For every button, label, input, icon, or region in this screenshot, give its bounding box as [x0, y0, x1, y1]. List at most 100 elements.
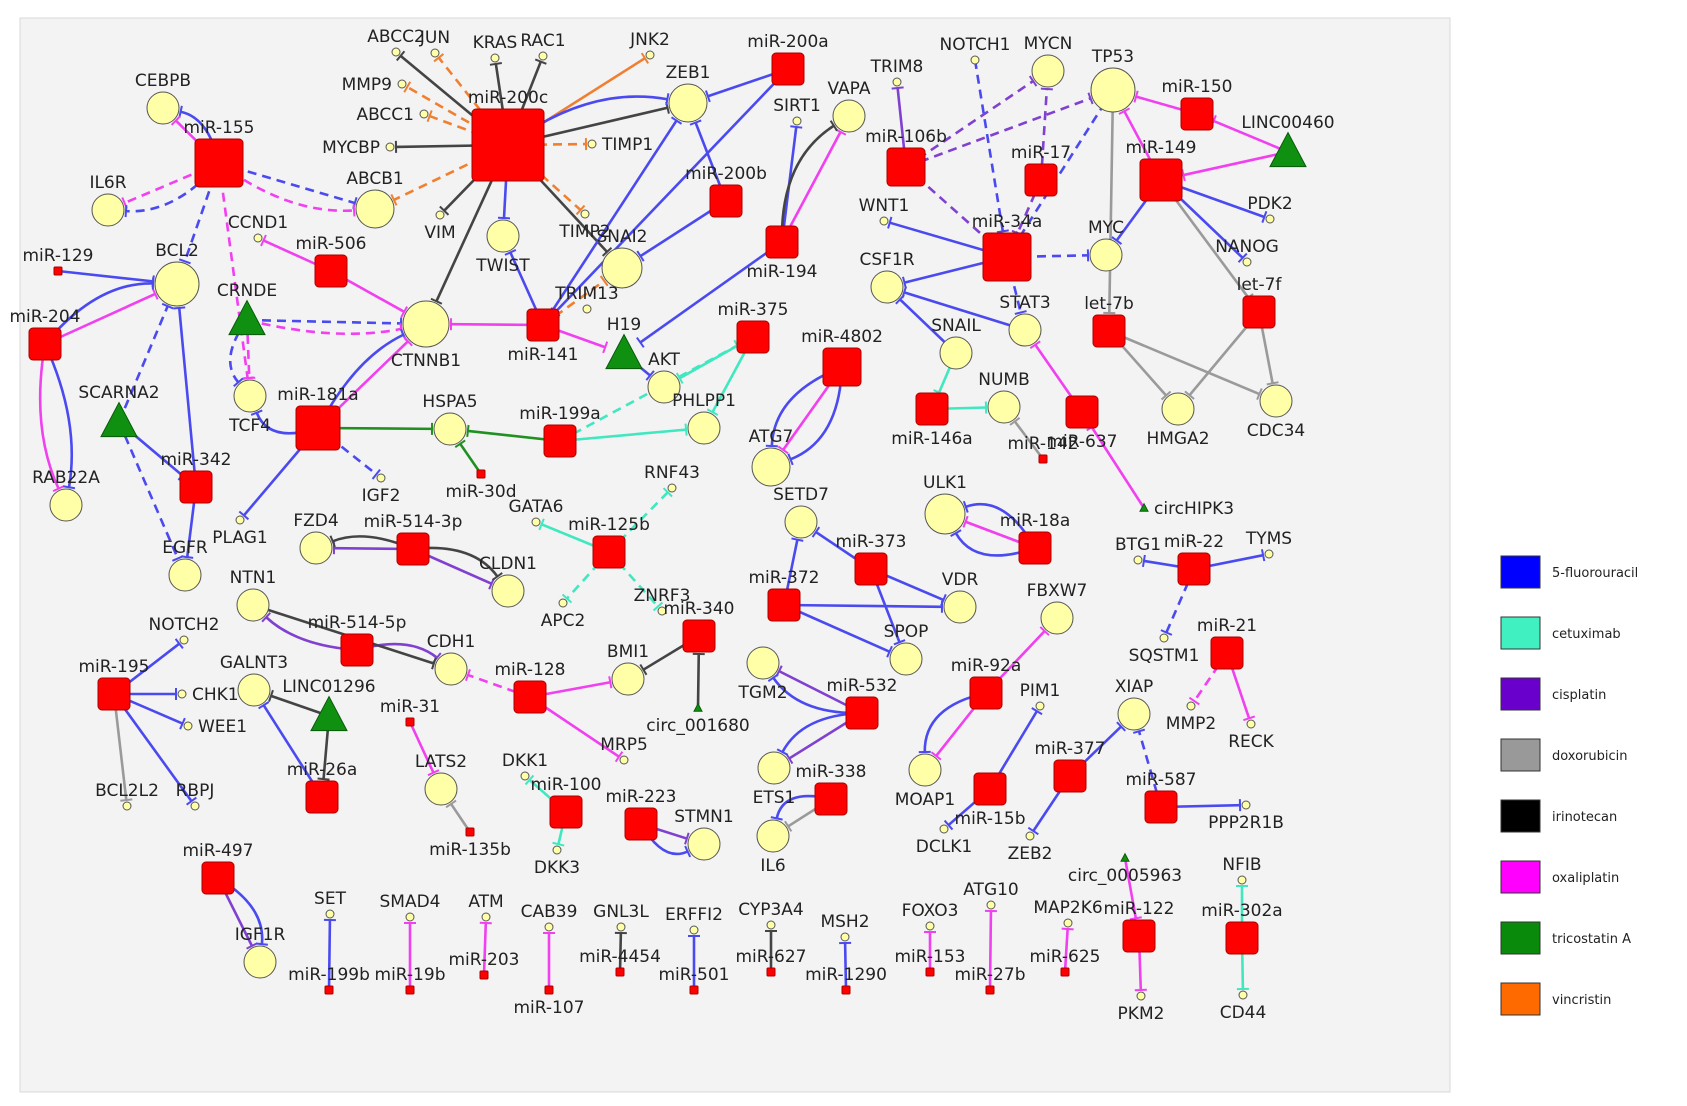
node-linc01296[interactable]	[310, 695, 348, 732]
node-igf1r[interactable]	[243, 945, 277, 979]
node-mir-200c[interactable]	[471, 108, 545, 182]
node-mir-17[interactable]	[1024, 163, 1058, 197]
node-ppp2r1b[interactable]	[1241, 800, 1251, 810]
node-cebpb[interactable]	[146, 91, 180, 125]
node-gnl3l[interactable]	[616, 922, 626, 932]
node-mir-4802[interactable]	[822, 347, 862, 387]
node-rnf43[interactable]	[667, 483, 677, 493]
node-circ-0005963[interactable]	[1120, 852, 1130, 862]
node-moap1[interactable]	[908, 753, 942, 787]
node-hmga2[interactable]	[1161, 392, 1195, 426]
node-mir-377[interactable]	[1053, 759, 1087, 793]
node-mir-146a[interactable]	[915, 392, 949, 426]
node-timp2[interactable]	[580, 209, 590, 219]
node-mir-26a[interactable]	[305, 780, 339, 814]
node-hspa5[interactable]	[433, 412, 467, 446]
node-dkk3[interactable]	[552, 845, 562, 855]
node-mir-204[interactable]	[28, 327, 62, 361]
node-atg10[interactable]	[986, 900, 996, 910]
node-mir-18a[interactable]	[1018, 531, 1052, 565]
node-jun[interactable]	[430, 48, 440, 58]
node-trim13[interactable]	[582, 304, 592, 314]
node-mycn[interactable]	[1031, 54, 1065, 88]
node-erffi2[interactable]	[689, 925, 699, 935]
node-h19[interactable]	[605, 333, 643, 370]
node-trim8[interactable]	[892, 77, 902, 87]
node-mmp9[interactable]	[397, 79, 407, 89]
node-pim1[interactable]	[1035, 701, 1045, 711]
node-mir-31[interactable]	[405, 717, 415, 727]
node-apc2[interactable]	[558, 598, 568, 608]
node-bcl2l2[interactable]	[122, 801, 132, 811]
node-mir-128[interactable]	[513, 680, 547, 714]
node-mir-199b[interactable]	[324, 985, 334, 995]
node-foxo3[interactable]	[925, 921, 935, 931]
node-ctnnb1[interactable]	[402, 300, 450, 348]
node-mir-372[interactable]	[767, 588, 801, 622]
node-mir-199a[interactable]	[543, 424, 577, 458]
node-mir-373[interactable]	[854, 552, 888, 586]
node-mir-27b[interactable]	[985, 985, 995, 995]
node-mir-125b[interactable]	[592, 535, 626, 569]
node-mir-342[interactable]	[179, 470, 213, 504]
node-mir-200a[interactable]	[771, 52, 805, 86]
node-mir-142[interactable]	[1038, 454, 1048, 464]
node-mir-506[interactable]	[314, 254, 348, 288]
node-mir-153[interactable]	[925, 967, 935, 977]
node-mir-375[interactable]	[736, 320, 770, 354]
node-scarna2[interactable]	[100, 401, 138, 438]
node-igf2[interactable]	[376, 473, 386, 483]
node-cab39[interactable]	[544, 922, 554, 932]
node-crnde[interactable]	[228, 299, 266, 336]
node-il6r[interactable]	[91, 193, 125, 227]
node-cyp3a4[interactable]	[766, 920, 776, 930]
node-cdh1[interactable]	[434, 652, 468, 686]
node-mir-302a[interactable]	[1225, 921, 1259, 955]
node-bmi1[interactable]	[611, 662, 645, 696]
node-rab22a[interactable]	[49, 488, 83, 522]
node-mrp5[interactable]	[619, 755, 629, 765]
node-cdc34[interactable]	[1259, 384, 1293, 418]
node-mycbp[interactable]	[385, 142, 395, 152]
node-zeb2[interactable]	[1025, 831, 1035, 841]
node-cd44[interactable]	[1238, 990, 1248, 1000]
node-mir-150[interactable]	[1180, 97, 1214, 131]
node-stat3[interactable]	[1008, 313, 1042, 347]
node-mir-637[interactable]	[1065, 395, 1099, 429]
node-rac1[interactable]	[538, 51, 548, 61]
node-mir-1290[interactable]	[841, 985, 851, 995]
node-gata6[interactable]	[531, 517, 541, 527]
node-snai2[interactable]	[601, 247, 643, 289]
node-mir-21[interactable]	[1210, 636, 1244, 670]
node-xiap[interactable]	[1117, 697, 1151, 731]
node-map2k6[interactable]	[1063, 918, 1073, 928]
node-notch2[interactable]	[179, 635, 189, 645]
node-msh2[interactable]	[840, 932, 850, 942]
node-akt[interactable]	[647, 370, 681, 404]
node-ets1[interactable]	[757, 751, 791, 785]
node-ntn1[interactable]	[236, 588, 270, 622]
node-mir-4454[interactable]	[615, 967, 625, 977]
node-chk1[interactable]	[177, 689, 187, 699]
node-dkk1[interactable]	[520, 771, 530, 781]
node-ulk1[interactable]	[924, 493, 966, 535]
node-mir-122[interactable]	[1122, 919, 1156, 953]
node-tyms[interactable]	[1264, 549, 1274, 559]
node-rbpj[interactable]	[190, 801, 200, 811]
node-mir-181a[interactable]	[295, 405, 341, 451]
node-mir-149[interactable]	[1139, 158, 1183, 202]
node-dclk1[interactable]	[939, 824, 949, 834]
node-vapa[interactable]	[832, 99, 866, 133]
node-mmp2[interactable]	[1186, 701, 1196, 711]
node-fbxw7[interactable]	[1040, 601, 1074, 635]
node-wee1[interactable]	[183, 721, 193, 731]
node-mir-203[interactable]	[479, 970, 489, 980]
node-mir-22[interactable]	[1177, 552, 1211, 586]
node-set[interactable]	[325, 909, 335, 919]
node-myc[interactable]	[1089, 238, 1123, 272]
node-phlpp1[interactable]	[687, 411, 721, 445]
node-mir-141[interactable]	[526, 308, 560, 342]
node-mir-497[interactable]	[201, 861, 235, 895]
node-numb[interactable]	[987, 390, 1021, 424]
node-mir-34a[interactable]	[982, 232, 1032, 282]
